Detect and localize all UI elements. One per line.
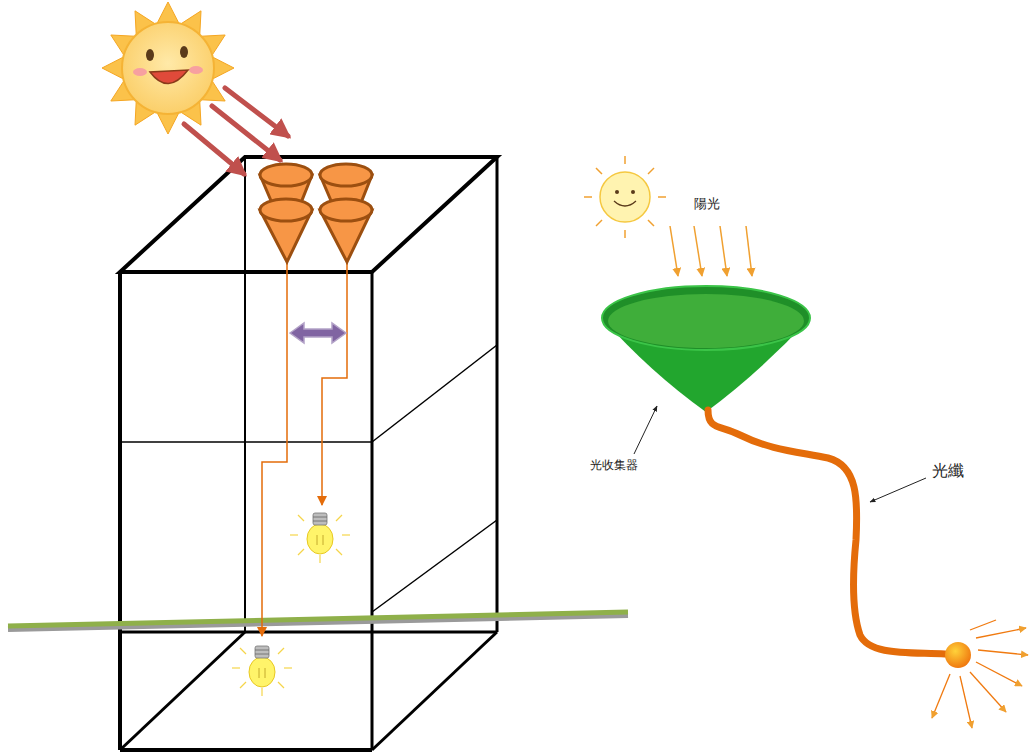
collector-label: 光收集器 [590, 458, 638, 472]
sun [584, 156, 666, 238]
double-arrow [290, 323, 346, 343]
leader-line [870, 478, 926, 502]
light-bulb [232, 646, 292, 696]
sun [102, 2, 234, 134]
sunlight-arrow [184, 88, 288, 174]
light-collector [260, 164, 372, 262]
sunlight-arrow [670, 226, 752, 276]
ground-line [8, 612, 628, 626]
light-bulb [290, 513, 350, 563]
optical-fiber [262, 262, 347, 636]
light-collector [602, 286, 810, 412]
light-output [932, 620, 1028, 728]
leader-line [634, 406, 657, 454]
optical-fiber [708, 410, 945, 654]
sunlight-label: 陽光 [694, 196, 720, 212]
fiber-label: 光纖 [932, 461, 964, 480]
building [120, 157, 497, 750]
